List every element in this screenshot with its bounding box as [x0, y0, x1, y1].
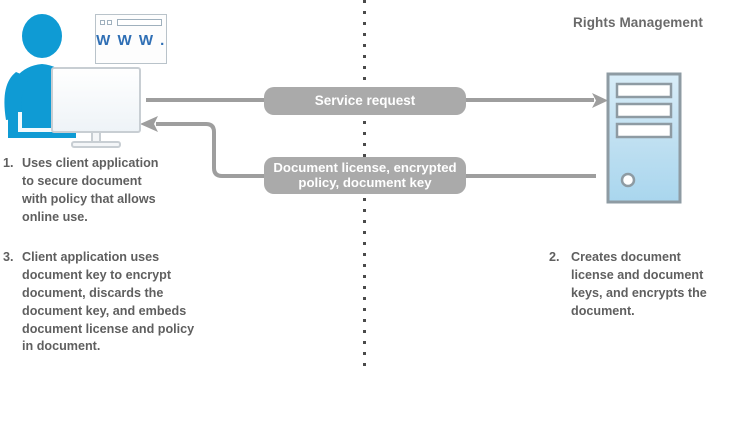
- step-note-3-text: Client application uses document key to …: [22, 250, 195, 354]
- message-label-service-request-text: Service request: [314, 93, 416, 109]
- step-note-1-text: Uses client application to secure docume…: [22, 156, 159, 224]
- step-note-2: 2. Creates document license and document…: [549, 249, 739, 321]
- step-note-3: 3. Client application uses document key …: [3, 249, 233, 356]
- server-bay-3: [615, 122, 673, 139]
- step-note-1-number: 1.: [3, 156, 14, 170]
- step-note-2-number: 2.: [549, 250, 560, 264]
- document-license-arrowhead: [140, 116, 158, 132]
- page-title: Rights Management: [573, 15, 703, 30]
- step-note-1: 1. Uses client application to secure doc…: [3, 155, 218, 227]
- message-label-document-license-text: Document license, encrypted policy, docu…: [273, 159, 457, 190]
- message-label-document-license: Document license, encrypted policy, docu…: [264, 157, 466, 194]
- client-workstation-icon: [4, 14, 141, 148]
- power-button-icon: [620, 172, 636, 188]
- browser-toolbar-square-1: [100, 20, 105, 25]
- desktop-monitor-icon: [51, 67, 141, 148]
- browser-address-bar: [117, 19, 162, 26]
- service-request-arrowhead: [592, 93, 608, 108]
- step-note-2-text: Creates document license and document ke…: [571, 250, 707, 318]
- browser-window-icon: W W W .: [95, 14, 167, 64]
- browser-toolbar: [100, 19, 162, 27]
- message-label-service-request: Service request: [264, 87, 466, 115]
- server-bay-1: [615, 82, 673, 99]
- document-license-elbow-path: [156, 122, 266, 178]
- step-note-3-number: 3.: [3, 250, 14, 264]
- server-tower-icon: [606, 72, 682, 204]
- browser-toolbar-square-2: [107, 20, 112, 25]
- server-bay-2: [615, 102, 673, 119]
- browser-www-text: W W W .: [96, 32, 166, 49]
